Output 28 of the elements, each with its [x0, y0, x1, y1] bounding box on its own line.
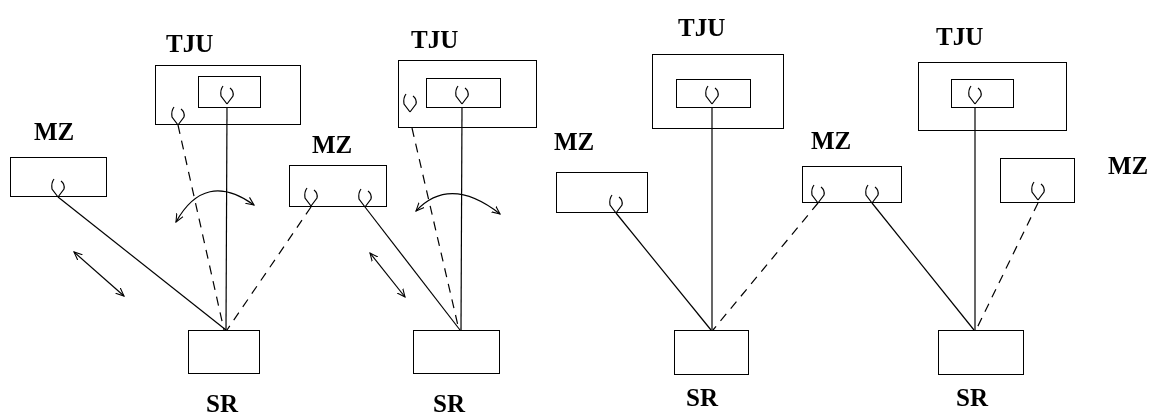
- station-label: TJU: [166, 31, 214, 56]
- signal-line: [225, 106, 228, 331]
- inner-box: [426, 78, 501, 108]
- signal-line: [871, 202, 975, 331]
- inner-box: [676, 79, 751, 108]
- station-label: MZ: [34, 119, 75, 144]
- station-label: SR: [956, 385, 988, 410]
- inner-box: [198, 76, 261, 108]
- inner-box: [951, 79, 1014, 108]
- station-label: TJU: [411, 27, 459, 52]
- station-label: SR: [433, 391, 465, 416]
- signal-line: [460, 106, 463, 331]
- signal-line: [57, 196, 227, 331]
- signal-line: [711, 106, 713, 331]
- dashed-line: [712, 202, 819, 331]
- station-label: MZ: [554, 129, 595, 154]
- station-label: SR: [206, 391, 238, 416]
- signal-line: [974, 106, 976, 331]
- station-label: SR: [686, 385, 718, 410]
- dashed-line: [177, 124, 225, 331]
- station-label: MZ: [312, 132, 353, 157]
- station-label: TJU: [936, 24, 984, 49]
- signal-line: [364, 206, 461, 331]
- station-label: MZ: [1108, 153, 1149, 178]
- station-label: MZ: [811, 128, 852, 153]
- station-label: TJU: [678, 15, 726, 40]
- signal-line: [615, 212, 712, 331]
- dashed-line: [226, 206, 312, 331]
